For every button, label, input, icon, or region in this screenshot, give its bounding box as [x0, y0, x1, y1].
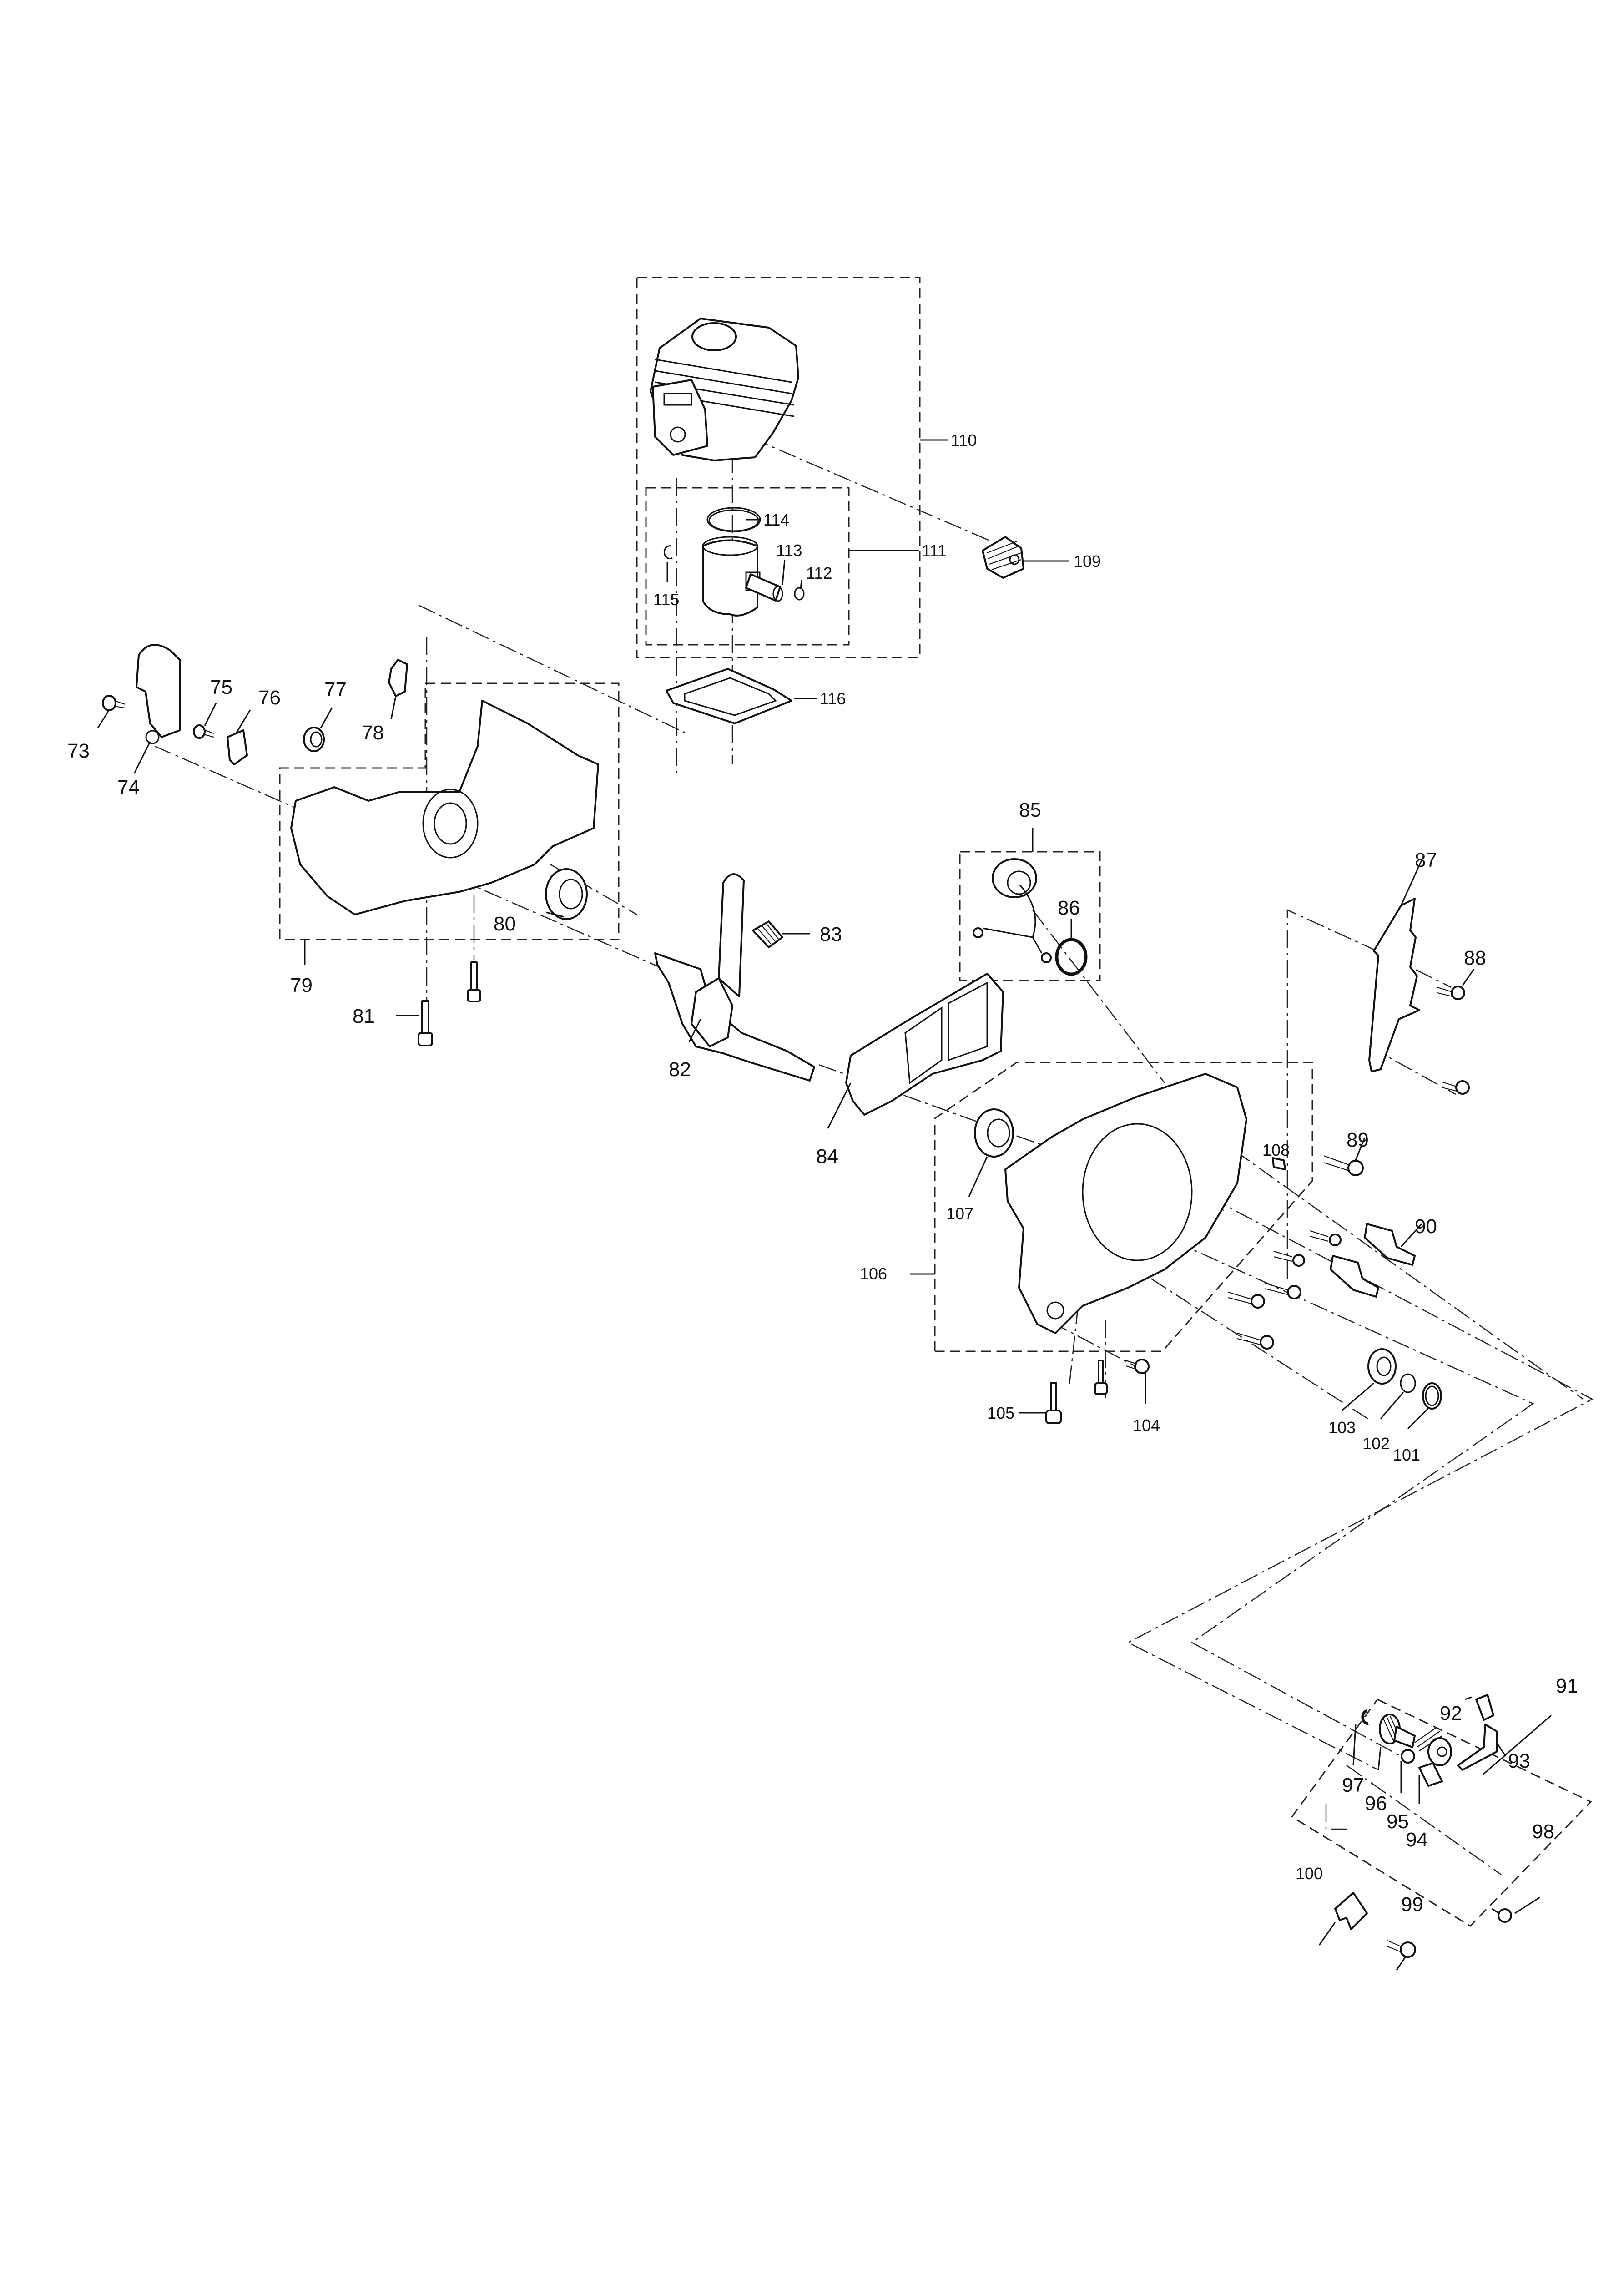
label-87: 87: [1415, 849, 1437, 871]
part-108-pin[interactable]: [1272, 1157, 1286, 1170]
label-92: 92: [1440, 1702, 1462, 1724]
part-115-circlip[interactable]: [663, 545, 673, 560]
part-104-screw[interactable]: [1094, 1359, 1150, 1395]
label-80: 80: [494, 913, 516, 935]
label-82: 82: [669, 1058, 691, 1081]
part-112-circlip[interactable]: [794, 587, 805, 601]
part-93-lever[interactable]: [1457, 1724, 1498, 1771]
label-114: 114: [763, 511, 789, 529]
part-100-guide-plate[interactable]: [1334, 1892, 1368, 1930]
part-113-piston-pin[interactable]: [745, 573, 783, 602]
part-102-circlip[interactable]: [1400, 1373, 1416, 1393]
part-81-bolt[interactable]: [418, 961, 481, 1046]
part-labels: 110 109 114 111 113 112 115 116 73 74 75…: [67, 431, 1578, 1916]
part-88-screw[interactable]: [1437, 986, 1470, 1095]
part-76-clip[interactable]: [227, 729, 248, 765]
label-111: 111: [922, 541, 947, 560]
leader-lines: [97, 439, 1552, 1971]
label-109: 109: [1074, 552, 1101, 571]
label-83: 83: [820, 923, 842, 945]
part-73-screw[interactable]: [102, 695, 126, 711]
label-84: 84: [816, 1145, 838, 1168]
part-92-plate[interactable]: [1475, 1694, 1494, 1721]
part-109-spring[interactable]: [982, 536, 1024, 579]
part-89-screw[interactable]: [1323, 1155, 1364, 1176]
part-86-o-ring[interactable]: [1055, 938, 1088, 976]
label-115: 115: [653, 590, 679, 609]
label-110: 110: [951, 431, 977, 450]
label-81: 81: [353, 1005, 375, 1027]
label-100: 100: [1296, 1864, 1323, 1883]
label-76: 76: [258, 687, 281, 709]
group-91-oil-pump-box: [1291, 1699, 1592, 1927]
label-116: 116: [820, 689, 846, 708]
label-107: 107: [946, 1204, 973, 1223]
part-crankcase-screws[interactable]: [1228, 1230, 1342, 1350]
group-111-piston-box: [645, 487, 850, 646]
label-93: 93: [1508, 1750, 1530, 1772]
label-77: 77: [324, 678, 347, 701]
label-113: 113: [776, 541, 802, 560]
part-111-piston[interactable]: [702, 536, 761, 617]
label-75: 75: [210, 676, 232, 698]
label-79: 79: [290, 974, 313, 996]
label-86: 86: [1058, 897, 1080, 919]
part-107-bearing[interactable]: [974, 1108, 1014, 1158]
label-103: 103: [1328, 1418, 1356, 1437]
part-90-stud-bolt[interactable]: [1330, 1223, 1416, 1298]
label-96: 96: [1365, 1792, 1387, 1815]
part-85-tank-cap[interactable]: [973, 858, 1052, 963]
part-74-bracket[interactable]: [136, 644, 181, 744]
label-104: 104: [1133, 1416, 1160, 1435]
label-97: 97: [1342, 1774, 1364, 1796]
group-110-cylinder-box: [636, 277, 921, 658]
label-78: 78: [362, 722, 384, 744]
assembly-lines: [154, 413, 1594, 1876]
group-106-crankcase-box: [934, 1062, 1313, 1352]
label-95: 95: [1387, 1810, 1409, 1833]
part-99-screw[interactable]: [1387, 1940, 1416, 1958]
part-82-crankshaft[interactable]: [654, 873, 815, 1082]
label-99: 99: [1401, 1893, 1423, 1916]
group-79-crankcase-box: [279, 682, 620, 940]
label-101: 101: [1393, 1446, 1420, 1464]
part-101-washer[interactable]: [1422, 1382, 1442, 1410]
part-105-bolt[interactable]: [1045, 1382, 1062, 1424]
group-85-tank-cap-box: [959, 851, 1101, 981]
part-97-circlip[interactable]: [1361, 1709, 1369, 1725]
part-110-cylinder[interactable]: [650, 318, 799, 461]
part-96-helical-gear[interactable]: [1379, 1714, 1416, 1748]
part-106-crankcase-right[interactable]: [1004, 1073, 1247, 1334]
label-73: 73: [67, 740, 90, 762]
label-98: 98: [1532, 1820, 1554, 1843]
part-80-bearing[interactable]: [545, 868, 588, 920]
part-87-bumper-spike[interactable]: [1368, 898, 1420, 1072]
label-108: 108: [1262, 1141, 1290, 1159]
label-94: 94: [1406, 1829, 1428, 1851]
label-91: 91: [1556, 1675, 1578, 1697]
part-83-needle-bearing[interactable]: [752, 920, 783, 948]
label-89: 89: [1347, 1129, 1369, 1151]
part-78-plate[interactable]: [388, 659, 408, 697]
part-77-oil-seal[interactable]: [303, 727, 325, 752]
part-116-gasket[interactable]: [666, 668, 792, 724]
label-74: 74: [117, 776, 140, 799]
label-90: 90: [1415, 1215, 1437, 1238]
part-98-screw[interactable]: [1492, 1908, 1512, 1923]
label-102: 102: [1362, 1434, 1390, 1453]
part-84-gasket[interactable]: [845, 973, 1004, 1116]
part-75-screw[interactable]: [193, 724, 214, 739]
label-88: 88: [1464, 947, 1486, 969]
part-95-worm-gear[interactable]: [1401, 1726, 1442, 1764]
label-85: 85: [1019, 799, 1041, 821]
part-79-crankcase-left[interactable]: [290, 700, 599, 915]
label-105: 105: [987, 1404, 1014, 1422]
label-106: 106: [860, 1264, 887, 1283]
part-94-pump-body[interactable]: [1418, 1737, 1452, 1787]
part-103-oil-seal[interactable]: [1367, 1348, 1397, 1385]
label-112: 112: [806, 564, 832, 582]
